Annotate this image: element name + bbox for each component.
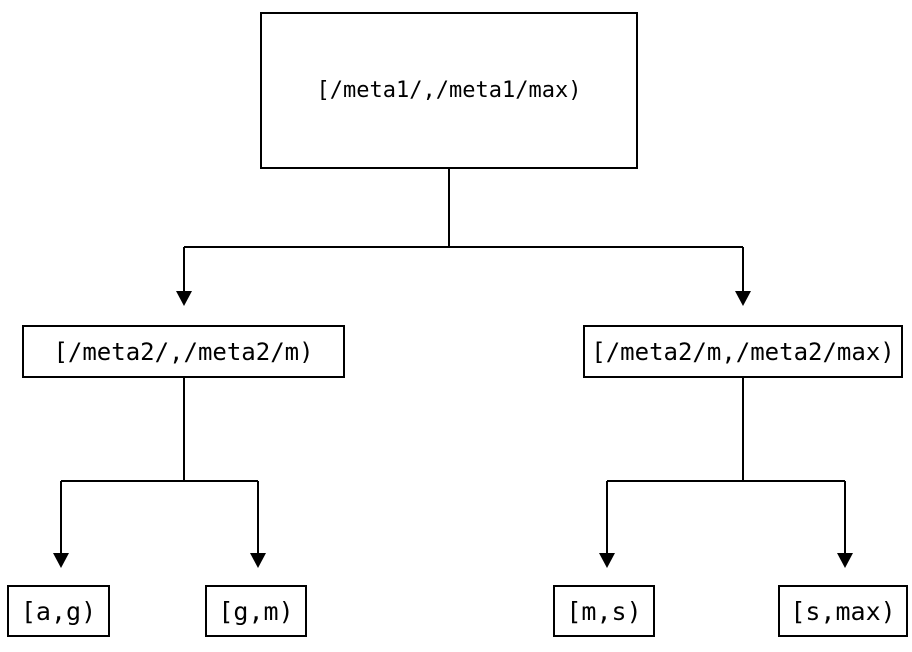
node-label: [s,max) [790, 596, 896, 626]
node-label: [/meta1/,/meta1/max) [316, 78, 582, 103]
arrow-down-icon [599, 553, 615, 568]
arrow-down-icon [176, 291, 192, 306]
arrow-down-icon [250, 553, 266, 568]
node-leaf-ms: [m,s) [553, 585, 655, 637]
node-meta2-upper-interval: [/meta2/m,/meta2/max) [583, 325, 903, 378]
node-label: [a,g) [20, 596, 97, 626]
node-label: [/meta2/m,/meta2/max) [591, 337, 895, 366]
arrow-down-icon [53, 553, 69, 568]
node-label: [m,s) [566, 596, 642, 626]
arrow-down-icon [735, 291, 751, 306]
node-meta2-lower-interval: [/meta2/,/meta2/m) [22, 325, 345, 378]
node-label: [/meta2/,/meta2/m) [53, 337, 314, 366]
node-leaf-gm: [g,m) [205, 585, 307, 637]
node-root-interval: [/meta1/,/meta1/max) [260, 12, 638, 169]
node-leaf-smax: [s,max) [778, 585, 908, 637]
node-label: [g,m) [218, 596, 294, 626]
arrow-down-icon [837, 553, 853, 568]
node-leaf-ag: [a,g) [7, 585, 110, 637]
